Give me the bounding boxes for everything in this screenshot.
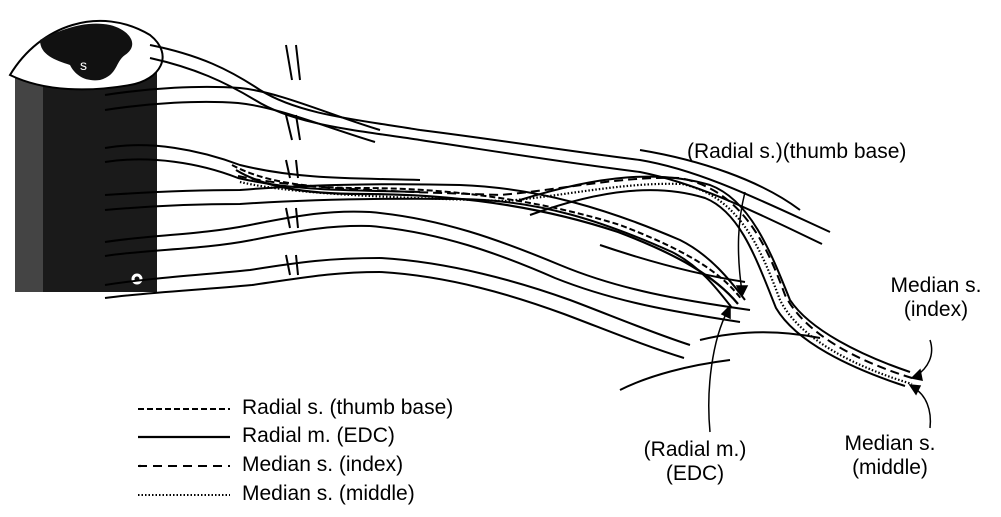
legend-text: Median s. (middle) xyxy=(242,482,415,506)
legend-item-radial-m: Radial m. (EDC) xyxy=(138,424,518,452)
legend-dotted-line xyxy=(138,491,230,499)
legend-dash-dot-line xyxy=(138,462,230,470)
path-median-index xyxy=(238,176,912,378)
label-radial-m-edc: (Radial m.) (EDC) xyxy=(636,438,754,486)
arrow-radial-m xyxy=(709,310,728,432)
label-median-index-line1: Median s. xyxy=(880,274,992,298)
label-radial-m-line2: (EDC) xyxy=(636,462,754,486)
legend-dashed-line xyxy=(138,405,230,413)
legend-text: Median s. (index) xyxy=(242,453,403,477)
label-radial-s-thumb-base: (Radial s.)(thumb base) xyxy=(687,140,906,164)
legend-item-radial-s: Radial s. (thumb base) xyxy=(138,396,518,424)
label-median-middle-line1: Median s. xyxy=(834,432,946,456)
legend-text: Radial m. (EDC) xyxy=(242,424,395,448)
brachial-plexus xyxy=(105,45,910,390)
label-median-middle-line2: (middle) xyxy=(834,456,946,480)
legend-item-median-middle: Median s. (middle) xyxy=(138,482,518,510)
legend-solid-line xyxy=(138,433,230,441)
label-radial-m-line1: (Radial m.) xyxy=(636,438,754,462)
legend-text: Radial s. (thumb base) xyxy=(242,396,453,420)
legend-item-median-index: Median s. (index) xyxy=(138,453,518,481)
label-median-index-line2: (index) xyxy=(880,298,992,322)
svg-text:s: s xyxy=(80,57,87,73)
label-median-s-middle: Median s. (middle) xyxy=(834,432,946,480)
label-median-s-index: Median s. (index) xyxy=(880,274,992,322)
